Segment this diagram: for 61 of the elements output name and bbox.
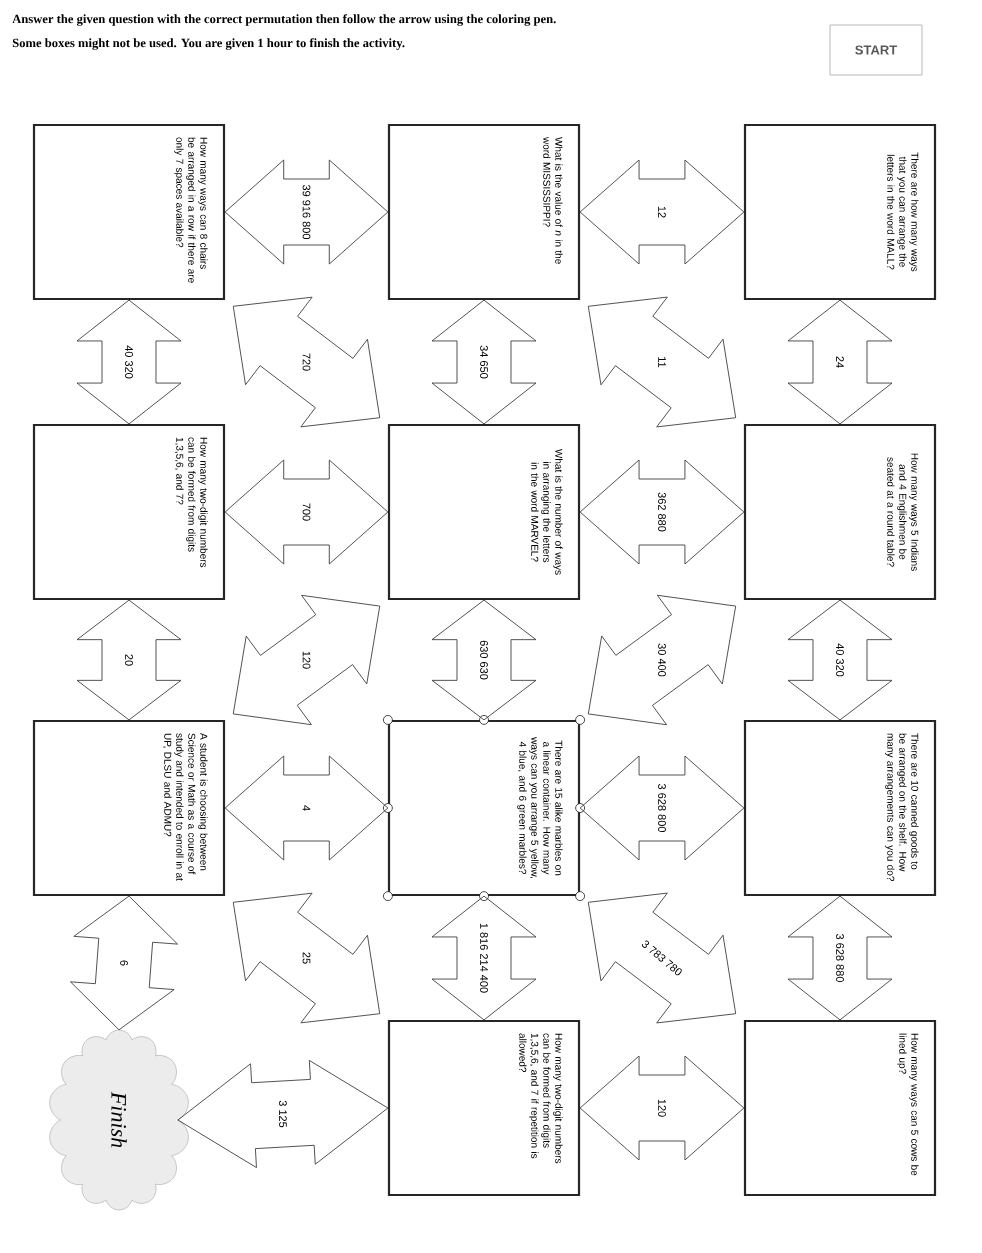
double-arrow xyxy=(177,1059,389,1169)
question-box: How many two-digit numbers can be formed from digits 1,3,5,6, and 7? xyxy=(32,423,226,601)
double-arrow xyxy=(232,296,381,428)
edge-label: 40 320 xyxy=(124,344,134,380)
edge-label: 34 650 xyxy=(479,344,489,380)
question-box: There are how many ways that you can arrange the letters in the word MALL? xyxy=(743,123,937,301)
instruction-text: Answer the given question with the correct permutation then follow the arrow using the coloring pen. xyxy=(12,14,556,26)
question-box: What is the value of n in the word MISSISSIPPI? xyxy=(387,123,581,301)
edge-label: 12 xyxy=(657,204,667,220)
edge-label: 120 xyxy=(657,1097,667,1119)
question-box: There are 10 canned goods to be arranged on the shelf. How many arrangements can you do? xyxy=(743,719,937,897)
double-arrow xyxy=(431,599,537,721)
question-box: How many two-digit numbers can be formed from digits 1,3,5,6, and 7 if repetition is allowed? xyxy=(387,1019,581,1197)
double-arrow xyxy=(431,895,537,1021)
double-arrow xyxy=(579,159,745,265)
double-arrow xyxy=(224,755,389,861)
double-arrow xyxy=(587,892,737,1024)
double-arrow xyxy=(232,594,381,726)
edge-label: 3 125 xyxy=(278,1099,288,1129)
edge-label: 11 xyxy=(657,355,667,369)
edge-label: 3 783 780 xyxy=(639,937,685,979)
question-box: How many ways can 8 chairs be arranged in a row if there are only 7 spaces available? xyxy=(32,123,226,301)
double-arrow xyxy=(76,599,182,721)
question-box: There are 15 alike marbles on a linear container. How many ways can you arrange 5 yellow, 4 blue, and 6 green marbles? xyxy=(387,719,581,897)
question-box: How many ways can 5 cows be lined up? xyxy=(743,1019,937,1197)
edge-label: 120 xyxy=(301,649,312,671)
edge-label: 3 628 800 xyxy=(657,782,667,834)
edge-label: 40 320 xyxy=(835,642,845,678)
finish-cloud: Finish xyxy=(49,1029,189,1211)
edge-label: 25 xyxy=(301,950,312,966)
double-arrow xyxy=(431,299,537,425)
edge-label: 3 628 880 xyxy=(835,932,845,984)
edge-label: 30 400 xyxy=(657,642,667,678)
double-arrow xyxy=(787,599,893,721)
edge-label: 4 xyxy=(301,803,312,813)
start-box: START xyxy=(829,24,923,76)
edge-label: 700 xyxy=(301,501,312,523)
edge-label: 39 916 800 xyxy=(301,183,312,241)
edge-label: 720 xyxy=(301,351,312,373)
edge-label: 24 xyxy=(835,354,845,370)
double-arrow xyxy=(76,299,182,425)
double-arrow xyxy=(587,296,737,428)
double-arrow xyxy=(787,299,893,425)
double-arrow xyxy=(232,892,381,1024)
edge-label: 362 880 xyxy=(657,491,667,533)
double-arrow xyxy=(224,159,389,265)
question-box: What is the number of ways in arranging the letters in the word MARVEL? xyxy=(387,423,581,601)
edge-label: 630 630 xyxy=(479,639,489,681)
edge-label: 1 816 214 400 xyxy=(479,921,489,995)
double-arrow xyxy=(579,1055,745,1161)
question-box: A student is choosing between Science or Math as a course of study and intended to enroll in at UP, DLSU and ADMU? xyxy=(32,719,226,897)
double-arrow xyxy=(579,459,745,565)
edge-label: 6 xyxy=(119,958,129,967)
instruction-text: Some boxes might not be used. You are given 1 hour to finish the activity. xyxy=(12,38,405,50)
double-arrow xyxy=(587,594,737,726)
double-arrow xyxy=(579,755,745,861)
edge-label: 20 xyxy=(124,652,134,668)
question-box: How many ways 5 Indians and 4 Englishmen be seated at a round table? xyxy=(743,423,937,601)
double-arrow xyxy=(70,895,178,1031)
double-arrow xyxy=(224,459,389,565)
double-arrow xyxy=(787,895,893,1021)
